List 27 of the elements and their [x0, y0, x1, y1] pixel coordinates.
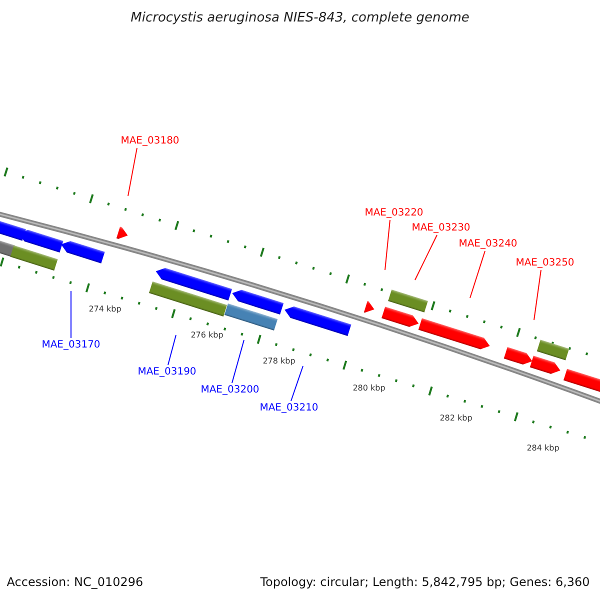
gene-tag-label: MAE_03170	[42, 340, 100, 350]
leader-line	[414, 234, 438, 280]
gene-tag-label: MAE_03230	[412, 222, 470, 234]
scale-label: 278 kbp	[262, 356, 296, 366]
scale-label: 280 kbp	[352, 384, 386, 392]
leader-line	[232, 340, 244, 384]
leader-line	[168, 334, 176, 366]
scale-label: 284 kbp	[526, 444, 560, 452]
gene-tag-label: MAE_03190	[138, 366, 196, 378]
leader-line	[128, 148, 138, 196]
gene-tag-label: MAE_03210	[260, 402, 318, 414]
leader-line	[470, 250, 486, 298]
leader-line	[534, 270, 542, 320]
gene-tag-label: MAE_03220	[364, 208, 424, 218]
scale-label: 274 kbp	[88, 304, 122, 314]
leader-line	[384, 220, 390, 270]
leader-line	[290, 366, 304, 402]
gene-tag-label: MAE_03240	[458, 238, 518, 250]
accession-text: Accession: NC_010296	[6, 575, 144, 589]
diagram-title: Microcystis aeruginosa NIES-843, complete genome	[130, 10, 470, 26]
gene-tag-label: MAE_03250	[516, 258, 574, 268]
gene-tag-label: MAE_03180	[120, 136, 180, 146]
scale-label: 282 kbp	[440, 414, 472, 422]
scale-label: 276 kbp	[190, 330, 224, 340]
genome-summary-text: Topology: circular; Length: 5,842,795 bp; Genes: 6,360	[260, 575, 590, 589]
gene-tag-label: MAE_03200	[200, 384, 260, 396]
leader-line	[70, 290, 72, 338]
